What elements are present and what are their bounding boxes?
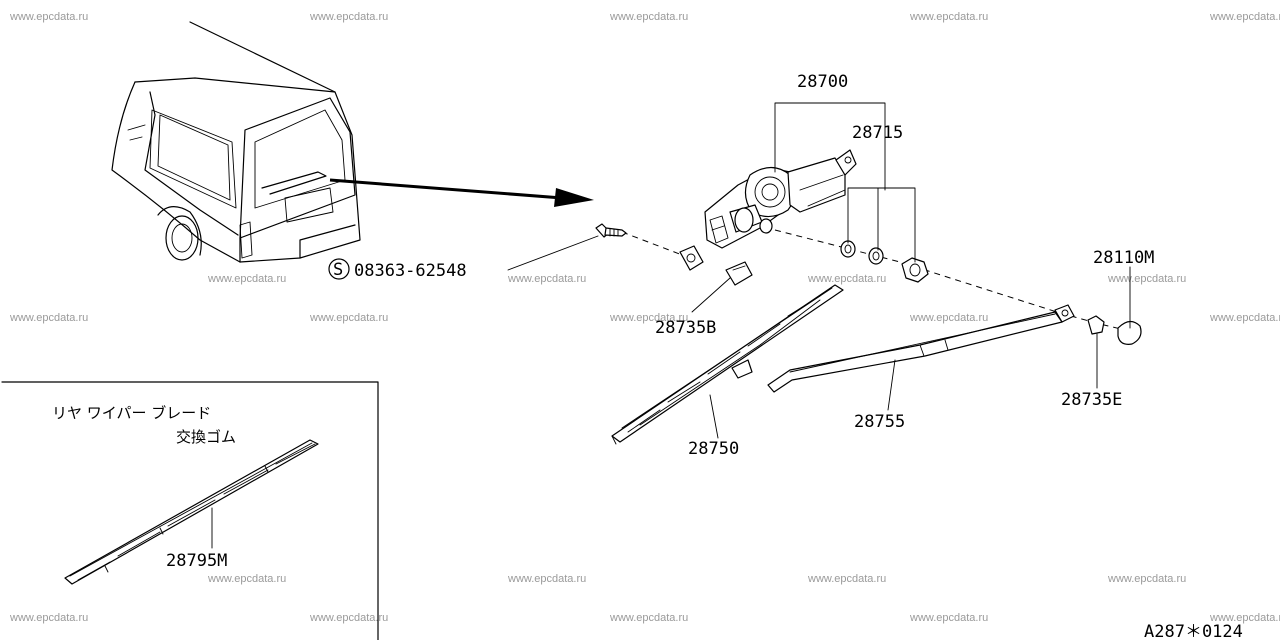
location-arrow [329,178,594,207]
label-wiper-blade: 28750 [688,439,739,459]
watermark-text: www.epcdata.ru [909,612,988,624]
watermark-text: www.epcdata.ru [609,312,688,324]
watermark-text: www.epcdata.ru [909,11,988,23]
label-s-mark: S [333,260,343,280]
label-bracket-b: 28735B [655,318,716,338]
diagram-code: A287＊0124 [1144,622,1243,640]
label-refill-rubber: 28795M [166,551,227,571]
watermark-text: www.epcdata.ru [807,573,886,585]
wiper-motor-assembly [704,149,857,249]
watermark-text: www.epcdata.ru [609,612,688,624]
wiper-arm [767,311,1063,393]
label-bolt-number: 08363-62548 [354,261,467,281]
bracket-part [679,245,753,286]
watermark-text: www.epcdata.ru [1107,273,1186,285]
watermark-text: www.epcdata.ru [207,573,286,585]
watermark-text: www.epcdata.ru [507,273,586,285]
label-pivot-cap: 28110M [1093,248,1154,268]
bolt-part [595,223,627,238]
watermark-layer: www.epcdata.ru www.epcdata.ru www.epcdata.… [9,11,1280,624]
leader-lines [211,102,1131,549]
standard-part-symbol [328,258,350,280]
watermark-text: www.epcdata.ru [9,11,88,23]
label-wiper-motor-assy: 28700 [797,72,848,92]
watermark-text: www.epcdata.ru [1107,573,1186,585]
watermark-text: www.epcdata.ru [1209,312,1280,324]
label-pivot-nut-e: 28735E [1061,390,1122,410]
watermark-text: www.epcdata.ru [207,273,286,285]
assembly-axis-left [621,231,691,259]
inset-title-line2: 交換ゴム [176,428,236,446]
watermark-text: www.epcdata.ru [9,612,88,624]
watermark-text: www.epcdata.ru [9,312,88,324]
inset-title-line1: リヤ ワイパー ブレード [52,404,211,422]
label-wiper-arm: 28755 [854,412,905,432]
watermark-text: www.epcdata.ru [609,11,688,23]
refill-inset-panel [1,381,379,640]
label-motor-fitting-kit: 28715 [852,123,903,143]
watermark-text: www.epcdata.ru [909,312,988,324]
watermark-text: www.epcdata.ru [309,11,388,23]
watermark-text: www.epcdata.ru [507,573,586,585]
watermark-text: www.epcdata.ru [309,312,388,324]
watermark-text: www.epcdata.ru [1209,11,1280,23]
wiper-blade [611,284,844,445]
pivot-end-parts [1054,304,1142,345]
watermark-text: www.epcdata.ru [807,273,886,285]
watermark-text: www.epcdata.ru [1209,612,1280,624]
watermark-text: www.epcdata.ru [309,612,388,624]
vehicle-rear-illustration [111,21,361,263]
